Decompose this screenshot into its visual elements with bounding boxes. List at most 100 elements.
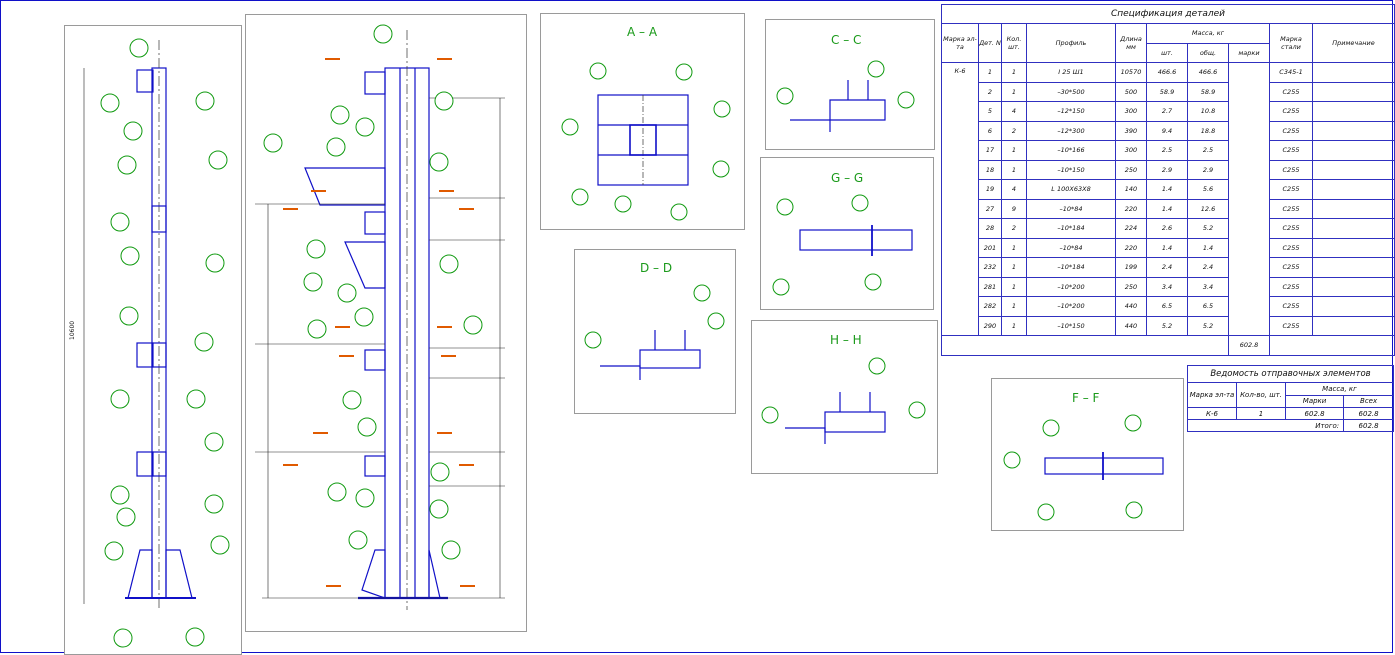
spec-cell-sht: 5.2 xyxy=(1146,315,1188,336)
section-aa-panel xyxy=(540,13,745,230)
spec-cell-dlina: 250 xyxy=(1115,276,1147,297)
spec-cell-obsh: 5.2 xyxy=(1187,315,1229,336)
spec-cell-profil: –12*300 xyxy=(1026,120,1116,141)
ship-header-marka: Марка эл-та xyxy=(1187,382,1237,408)
spec-cell-profil: –12*150 xyxy=(1026,101,1116,122)
spec-cell-kol: 1 xyxy=(1001,276,1027,297)
spec-header-sht: шт. xyxy=(1146,42,1188,63)
section-ff-title: F – F xyxy=(1072,391,1100,405)
spec-cell-dlina: 300 xyxy=(1115,101,1147,122)
spec-header-det: Дет. N xyxy=(978,23,1002,63)
spec-cell-dlina: 250 xyxy=(1115,159,1147,180)
ship-mass-marki: 602.8 xyxy=(1284,407,1345,420)
ship-header-kol: Кол-во, шт. xyxy=(1236,382,1286,408)
spec-cell-stal: С255 xyxy=(1269,315,1313,336)
spec-cell-dlina: 440 xyxy=(1115,296,1147,317)
spec-cell-kol: 9 xyxy=(1001,198,1027,219)
spec-cell-element: К-6 xyxy=(941,62,979,336)
spec-header-marki: марки xyxy=(1228,42,1270,63)
ship-title: Ведомость отправочных элементов xyxy=(1187,365,1394,383)
spec-cell-prim xyxy=(1312,237,1395,258)
section-cc-panel xyxy=(765,19,935,150)
spec-cell-det: 17 xyxy=(978,140,1002,161)
spec-cell-sht: 2.4 xyxy=(1146,257,1188,278)
section-dd-drawing xyxy=(600,330,701,380)
spec-cell-prim xyxy=(1312,140,1395,161)
spec-cell-stal: С255 xyxy=(1269,81,1313,102)
spec-header-marka: Марка эл-та xyxy=(941,23,979,63)
spec-cell-det: 282 xyxy=(978,296,1002,317)
spec-total-row: 602.8 xyxy=(941,335,1395,356)
spec-header-kol: Кол. шт. xyxy=(1001,23,1027,63)
spec-cell-dlina: 220 xyxy=(1115,198,1147,219)
spec-cell-det: 281 xyxy=(978,276,1002,297)
spec-cell-stal: С255 xyxy=(1269,159,1313,180)
spec-cell-obsh: 2.9 xyxy=(1187,159,1229,180)
spec-cell-sht: 58.9 xyxy=(1146,81,1188,102)
spec-total-spacer xyxy=(941,335,1229,356)
spec-cell-profil: –10*184 xyxy=(1026,257,1116,278)
callout-bubbles xyxy=(100,24,1143,648)
spec-cell-dlina: 500 xyxy=(1115,81,1147,102)
spec-cell-obsh: 466.6 xyxy=(1187,62,1229,83)
spec-cell-stal: С255 xyxy=(1269,120,1313,141)
ship-mass-vseh: 602.8 xyxy=(1343,407,1394,420)
section-cc-drawing xyxy=(790,80,886,132)
spec-cell-obsh: 3.4 xyxy=(1187,276,1229,297)
ship-itogo-label: Итого: xyxy=(1186,419,1345,432)
spec-cell-prim xyxy=(1312,101,1395,122)
spec-cell-det: 5 xyxy=(978,101,1002,122)
section-ff-drawing xyxy=(1044,452,1164,480)
spec-cell-stal: С255 xyxy=(1269,237,1313,258)
spec-cell-kol: 4 xyxy=(1001,101,1027,122)
spec-cell-stal: С255 xyxy=(1269,276,1313,297)
spec-cell-kol: 1 xyxy=(1001,296,1027,317)
side-view-height-dim: 10600 xyxy=(69,321,76,340)
spec-cell-profil: –10*84 xyxy=(1026,198,1116,219)
spec-cell-prim xyxy=(1312,257,1395,278)
spec-cell-det: 1 xyxy=(978,62,1002,83)
spec-cell-dlina: 440 xyxy=(1115,315,1147,336)
spec-cell-dlina: 10570 xyxy=(1115,62,1147,83)
spec-cell-det: 2 xyxy=(978,81,1002,102)
spec-cell-det: 201 xyxy=(978,237,1002,258)
spec-header-obsh: общ. xyxy=(1187,42,1229,63)
spec-cell-obsh: 5.2 xyxy=(1187,218,1229,239)
spec-cell-dlina: 300 xyxy=(1115,140,1147,161)
spec-cell-profil: L 100Х63Х8 xyxy=(1026,179,1116,200)
spec-header-prim: Примечание xyxy=(1312,23,1395,63)
section-gg-title: G – G xyxy=(831,171,863,185)
section-hh-title: H – H xyxy=(830,333,862,347)
spec-cell-det: 28 xyxy=(978,218,1002,239)
spec-cell-obsh: 12.6 xyxy=(1187,198,1229,219)
spec-cell-obsh: 6.5 xyxy=(1187,296,1229,317)
spec-cell-sht: 3.4 xyxy=(1146,276,1188,297)
spec-total-blank xyxy=(1269,335,1395,356)
spec-cell-obsh: 5.6 xyxy=(1187,179,1229,200)
spec-cell-kol: 2 xyxy=(1001,218,1027,239)
spec-cell-det: 27 xyxy=(978,198,1002,219)
spec-cell-prim xyxy=(1312,198,1395,219)
spec-cell-dlina: 390 xyxy=(1115,120,1147,141)
spec-cell-sht: 1.4 xyxy=(1146,237,1188,258)
section-cut-markers xyxy=(283,58,475,587)
spec-cell-profil: –10*200 xyxy=(1026,296,1116,317)
spec-cell-stal: С255 xyxy=(1269,257,1313,278)
spec-cell-stal: С255 xyxy=(1269,140,1313,161)
spec-header-massa: Масса, кг xyxy=(1146,23,1270,44)
spec-cell-prim xyxy=(1312,218,1395,239)
spec-cell-stal: С345-1 xyxy=(1269,62,1313,83)
section-hh-panel xyxy=(751,320,938,474)
spec-cell-kol: 1 xyxy=(1001,237,1027,258)
spec-cell-sht: 2.9 xyxy=(1146,159,1188,180)
spec-cell-kol: 1 xyxy=(1001,81,1027,102)
